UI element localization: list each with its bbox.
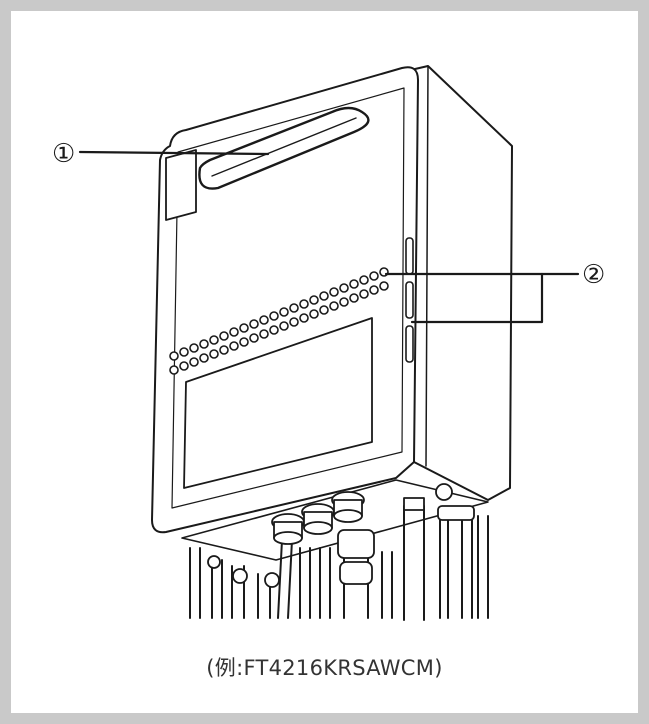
model-caption: (例:FT4216KRSAWCM) [206, 656, 443, 680]
callout-label-1: ① [52, 139, 76, 169]
pipe-fittings [207, 483, 475, 588]
leader-line-1 [78, 150, 270, 156]
air-intake-holes [169, 267, 389, 375]
lower-panel [183, 317, 373, 489]
exhaust-slot [198, 106, 370, 190]
callout-label-2: ② [582, 260, 606, 290]
leader-line-2 [384, 272, 544, 324]
unit-side-panel [401, 65, 513, 501]
rating-plate [165, 149, 197, 221]
